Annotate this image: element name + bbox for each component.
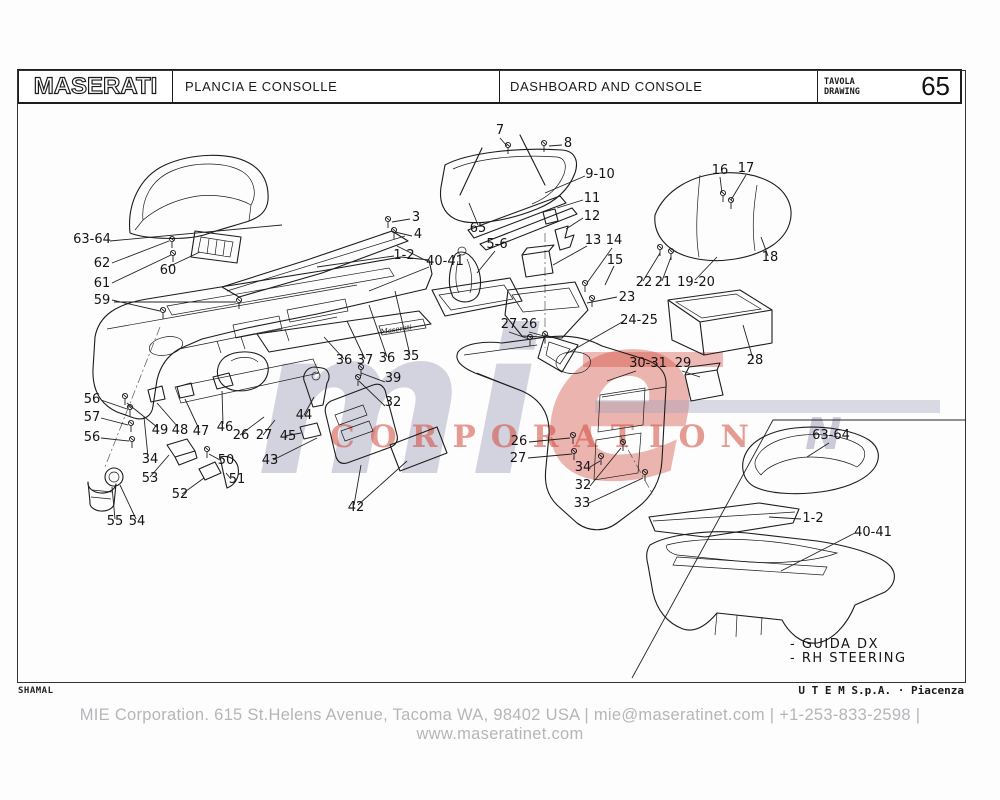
brand-cell: MASERATI — [19, 71, 173, 102]
callout-label: 1-2 — [802, 511, 823, 526]
callout-label: 37 — [357, 353, 374, 368]
printer-credit: U T E M S.p.A. · Piacenza — [798, 684, 964, 697]
callout-label: 30-31 — [629, 356, 667, 371]
watermark-letter-e: e — [542, 266, 698, 533]
callout-label: 17 — [738, 161, 755, 176]
callout-label: 22 — [636, 275, 653, 290]
callout-label: 36 — [379, 351, 396, 366]
callout-label: 40-41 — [426, 254, 464, 269]
callout-label: 52 — [172, 487, 189, 502]
callout-label: 53 — [142, 471, 159, 486]
callout-label: 26 — [233, 428, 250, 443]
drawing-number-cell: TAVOLA DRAWING 65 — [818, 71, 960, 102]
callout-label: 23 — [619, 290, 636, 305]
callout-label: - RH STEERING — [790, 651, 907, 666]
callout-label: 33 — [574, 496, 591, 511]
callout-label: 39 — [385, 371, 402, 386]
callout-label: 14 — [606, 233, 623, 248]
callout-label: 56 — [84, 430, 101, 445]
tavola-label: TAVOLA — [824, 76, 855, 87]
line-art — [87, 134, 966, 679]
callout-label: 50 — [218, 453, 235, 468]
callout-label: 36 — [336, 353, 353, 368]
callout-label: 24-25 — [620, 313, 658, 328]
callout-label: 16 — [712, 163, 729, 178]
watermark-letter-i: i — [469, 288, 540, 521]
callout-label: 35 — [403, 349, 420, 364]
callout-label: 18 — [762, 250, 779, 265]
callout-label: 11 — [584, 191, 601, 206]
mie-watermark: m i e CORPORATION N — [255, 266, 940, 533]
callout-label: 26 — [511, 434, 528, 449]
callout-label: 63-64 — [73, 232, 111, 247]
callout-label: 54 — [129, 514, 146, 529]
callout-label: 12 — [584, 209, 601, 224]
callout-label: 48 — [172, 423, 189, 438]
callout-label: 34 — [142, 452, 159, 467]
model-name: SHAMAL — [18, 686, 54, 696]
callout-label: 43 — [262, 453, 279, 468]
title-italian: PLANCIA E CONSOLLE — [173, 71, 500, 102]
callout-label: 63-64 — [812, 428, 850, 443]
callout-label: 32 — [385, 395, 402, 410]
callout-label: 27 — [256, 428, 273, 443]
watermark-red-bar — [583, 352, 723, 367]
callout-label: 27 — [501, 317, 518, 332]
callout-label: 45 — [280, 429, 297, 444]
callout-label: 32 — [575, 478, 592, 493]
callout-label: 40-41 — [854, 525, 892, 540]
mie-footer-bar: MIE Corporation. 615 St.Helens Avenue, T… — [79, 706, 921, 743]
parts-diagram: m i e CORPORATION N — [73, 123, 966, 679]
callout-label: 60 — [160, 263, 177, 278]
centerlines — [104, 233, 654, 496]
callout-label: 65 — [470, 221, 487, 236]
callout-label: 19-20 — [677, 275, 715, 290]
callout-label: 27 — [510, 451, 527, 466]
callout-label: 46 — [217, 420, 234, 435]
callout-label: 47 — [193, 424, 210, 439]
callout-label: 34 — [575, 460, 592, 475]
drawing-label: DRAWING — [824, 86, 860, 97]
callout-label: 3 — [412, 210, 420, 225]
callout-label: - GUIDA DX — [790, 637, 879, 652]
callout-label: 61 — [94, 276, 111, 291]
callout-label: 29 — [675, 356, 692, 371]
title-english: DASHBOARD AND CONSOLE — [500, 71, 818, 102]
callout-label: 51 — [229, 472, 246, 487]
callout-label: 49 — [152, 423, 169, 438]
callout-label: 21 — [655, 275, 672, 290]
callout-label: 5-6 — [486, 237, 507, 252]
leader-lines — [100, 137, 856, 572]
callout-label: 8 — [564, 136, 572, 151]
callout-label: 1-2 — [393, 248, 414, 263]
callout-label: 59 — [94, 293, 111, 308]
callout-label: 55 — [107, 514, 124, 529]
watermark-corporation: CORPORATION — [330, 419, 764, 455]
drawing-frame — [17, 70, 966, 683]
callout-label: 9-10 — [585, 167, 615, 182]
drawing-number: 65 — [921, 71, 950, 101]
callout-label: 15 — [607, 253, 624, 268]
maserati-logo: MASERATI — [33, 73, 158, 100]
callout-label: 56 — [84, 392, 101, 407]
watermark-letter-m: m — [255, 288, 485, 521]
watermark-gray-band — [595, 400, 940, 413]
callout-label: 62 — [94, 256, 111, 271]
callout-label: 13 — [585, 233, 602, 248]
callout-label: 26 — [521, 317, 538, 332]
callout-label: 44 — [296, 408, 313, 423]
callout-label: 57 — [84, 410, 101, 425]
callout-label: 4 — [414, 227, 422, 242]
callout-label: 42 — [348, 500, 365, 515]
callout-label: 28 — [747, 353, 764, 368]
callout-label: 7 — [496, 123, 504, 138]
